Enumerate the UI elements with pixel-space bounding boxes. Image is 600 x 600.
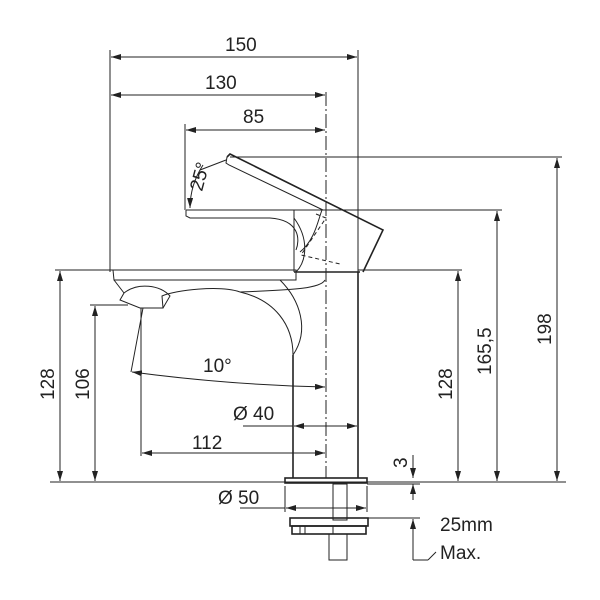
dim-25mm: 25mm xyxy=(440,515,493,536)
dimension-lines xyxy=(57,54,560,561)
dim-198: 198 xyxy=(535,313,556,345)
dim-diameter-40: Ø 40 xyxy=(233,404,274,425)
dim-106: 106 xyxy=(73,368,94,400)
extension-lines xyxy=(50,50,566,519)
dim-10-deg: 10° xyxy=(203,356,232,377)
dim-150: 150 xyxy=(225,35,257,56)
dim-128-right: 128 xyxy=(436,368,457,400)
faucet-outline xyxy=(112,153,385,561)
dim-112: 112 xyxy=(192,433,222,454)
dim-130: 130 xyxy=(205,73,237,94)
dim-128-left: 128 xyxy=(38,368,59,400)
dim-85: 85 xyxy=(243,107,264,128)
dim-165-5: 165,5 xyxy=(475,327,496,375)
dim-3: 3 xyxy=(391,457,412,468)
dim-diameter-50: Ø 50 xyxy=(218,488,259,509)
dim-max-label: Max. xyxy=(440,543,481,564)
dim-25-deg: 25° xyxy=(187,160,215,193)
